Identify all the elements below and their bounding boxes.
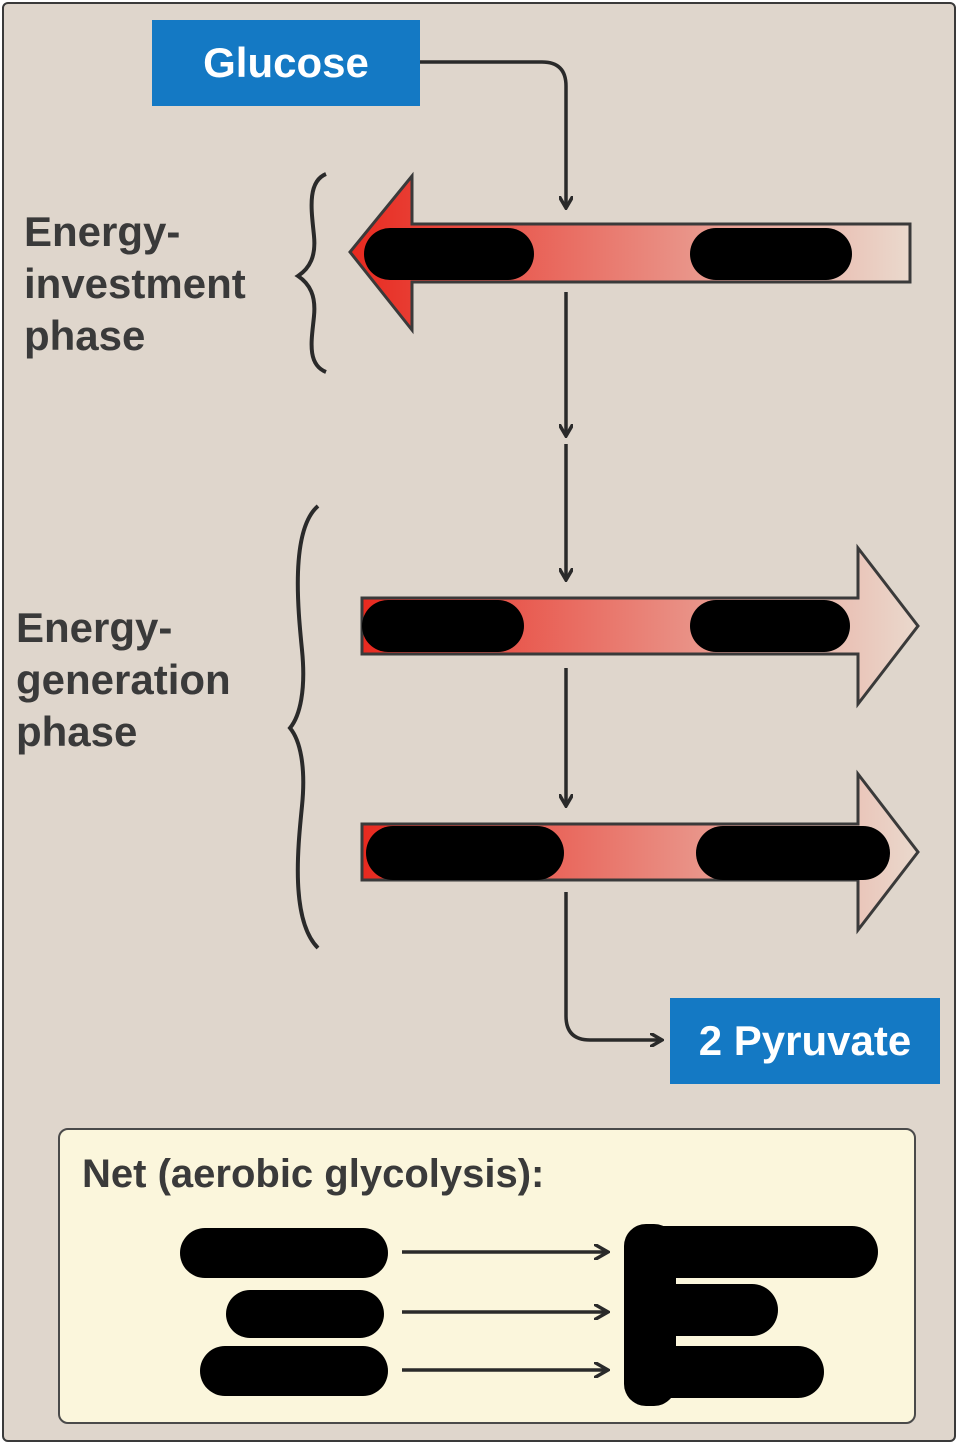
- redaction-net-right-1: [634, 1226, 878, 1278]
- pyruvate-label-box: 2 Pyruvate: [670, 998, 940, 1084]
- investment-arrow: [348, 171, 912, 335]
- energy-generation-phase-label: Energy- generation phase: [16, 604, 231, 755]
- generation-brace: [287, 504, 320, 950]
- redaction-net-right-2: [634, 1284, 778, 1336]
- net-summary-title: Net (aerobic glycolysis):: [82, 1152, 545, 1196]
- redaction-net-left-3: [200, 1346, 388, 1396]
- redaction-investment-right: [690, 228, 852, 280]
- redaction-generation2-right: [696, 826, 890, 880]
- glucose-label-box: Glucose: [152, 20, 420, 106]
- redaction-generation1-right: [690, 600, 850, 652]
- redaction-net-left-1: [180, 1228, 388, 1278]
- redaction-net-right-3: [634, 1346, 824, 1398]
- generation-arrow-1: [360, 543, 920, 709]
- investment-brace: [294, 172, 327, 374]
- flow-connector-pyruvate: [564, 892, 660, 1040]
- redaction-net-left-2: [226, 1290, 384, 1338]
- energy-investment-phase-label: Energy- investment phase: [24, 208, 246, 359]
- redaction-investment-left: [364, 228, 534, 280]
- redaction-generation1-left: [362, 600, 524, 652]
- flow-connector-glucose: [420, 60, 566, 206]
- redaction-generation2-left: [366, 826, 564, 880]
